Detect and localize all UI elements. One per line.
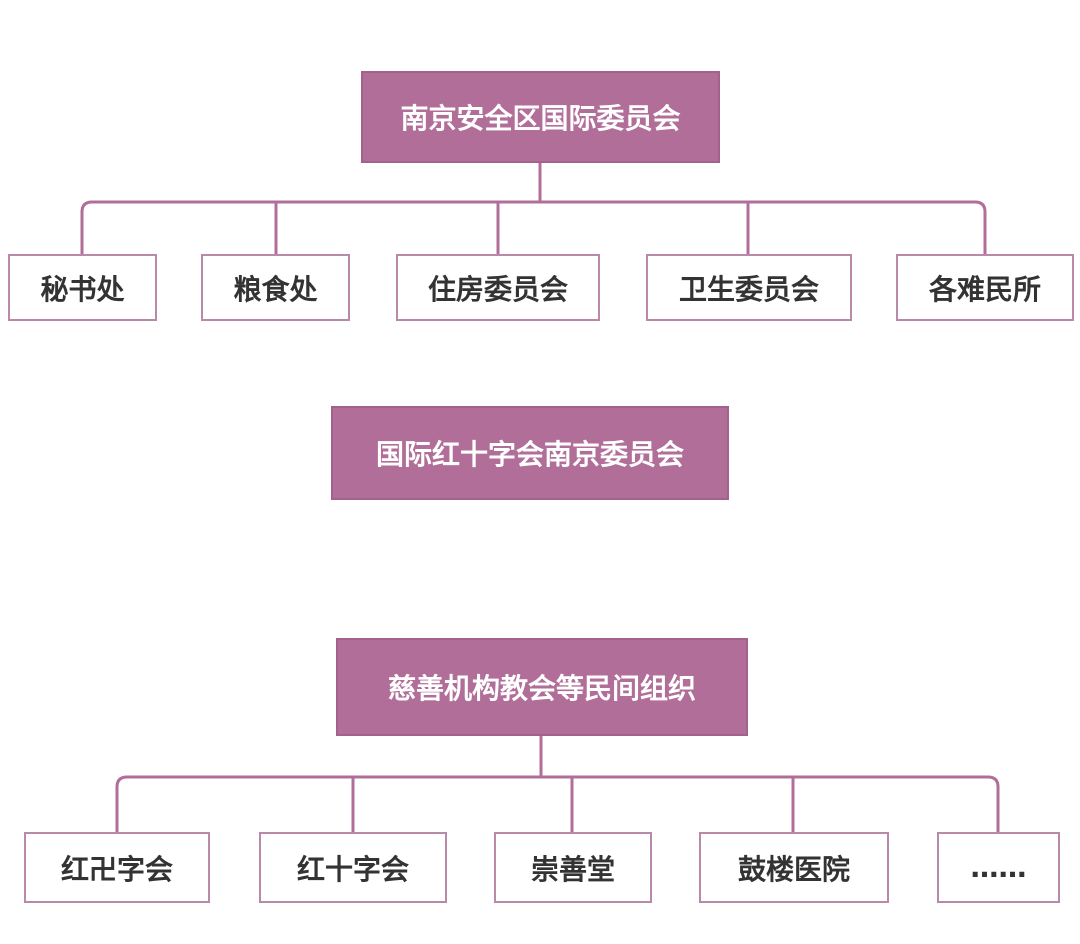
node-nanjing-safety-zone-committee: 南京安全区国际委员会 bbox=[361, 71, 720, 163]
node-label: 红卍字会 bbox=[60, 852, 173, 886]
node-red-cross-society: 红十字会 bbox=[259, 832, 447, 903]
node-secretariat: 秘书处 bbox=[8, 254, 157, 321]
node-label: 各难民所 bbox=[928, 272, 1041, 306]
node-label: 慈善机构教会等民间组织 bbox=[387, 672, 696, 705]
group3-connectors bbox=[115, 736, 1000, 832]
node-red-swastika-society: 红卍字会 bbox=[24, 832, 210, 903]
node-food-department: 粮食处 bbox=[201, 254, 350, 321]
node-label: 卫生委员会 bbox=[678, 272, 819, 306]
node-label: …… bbox=[970, 851, 1027, 884]
node-label: 南京安全区国际委员会 bbox=[400, 102, 681, 135]
node-refugee-camps: 各难民所 bbox=[896, 254, 1074, 321]
node-health-committee: 卫生委员会 bbox=[646, 254, 852, 321]
node-chongshan-hall: 崇善堂 bbox=[494, 832, 652, 903]
group1-connectors bbox=[80, 163, 987, 254]
node-label: 国际红十字会南京委员会 bbox=[375, 438, 684, 471]
node-label: 粮食处 bbox=[233, 272, 318, 306]
group3-bus bbox=[115, 775, 1000, 832]
node-label: 崇善堂 bbox=[530, 852, 615, 886]
node-gulou-hospital: 鼓楼医院 bbox=[699, 832, 889, 903]
node-charity-organizations: 慈善机构教会等民间组织 bbox=[336, 638, 748, 736]
node-red-cross-nanjing-committee: 国际红十字会南京委员会 bbox=[331, 406, 729, 500]
node-label: 红十字会 bbox=[296, 852, 409, 886]
node-label: 秘书处 bbox=[40, 272, 125, 306]
node-label: 鼓楼医院 bbox=[737, 852, 850, 886]
group1-bus bbox=[80, 200, 987, 254]
node-ellipsis: …… bbox=[937, 832, 1060, 903]
node-label: 住房委员会 bbox=[427, 272, 568, 306]
node-housing-committee: 住房委员会 bbox=[396, 254, 600, 321]
